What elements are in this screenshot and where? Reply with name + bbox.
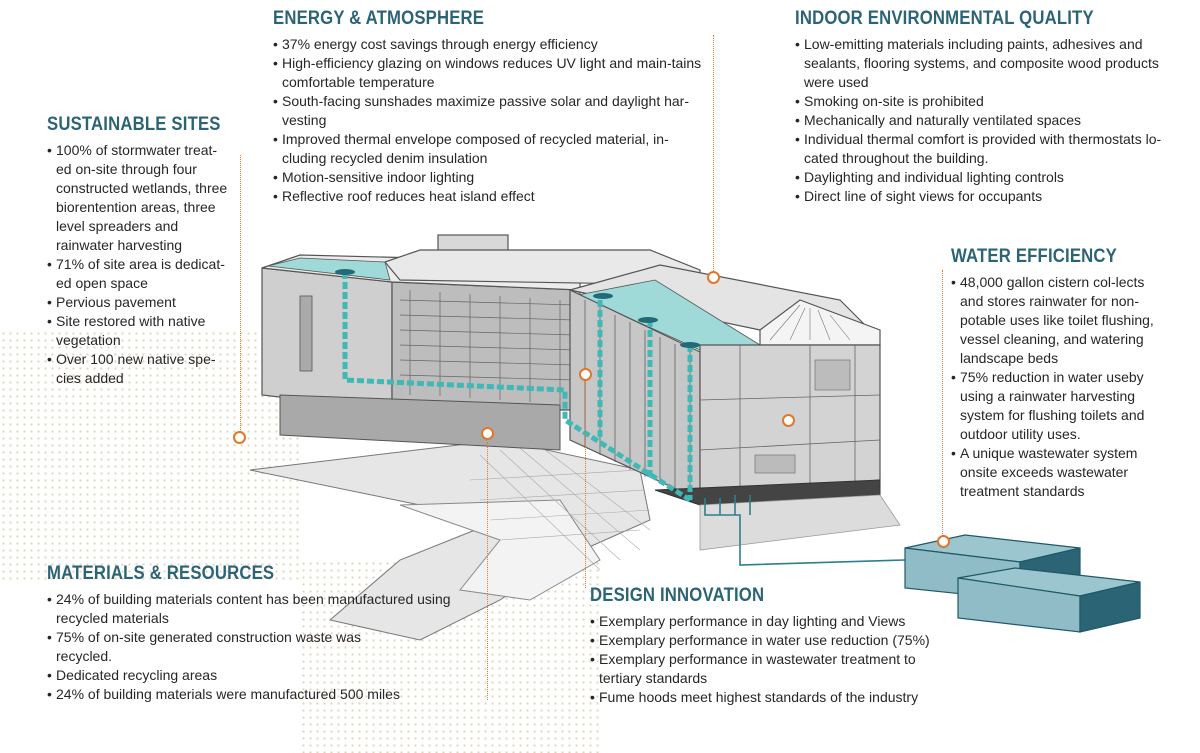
sites-item: Site restored with native vegetation <box>47 312 232 350</box>
left-wing-window <box>299 295 313 372</box>
energy-item: Improved thermal envelope composed of re… <box>273 130 703 168</box>
section-design-innovation: DESIGN INNOVATION Exemplary performance … <box>590 585 950 707</box>
materials-item: Dedicated recycling areas <box>47 666 482 685</box>
materials-list: 24% of building materials content has be… <box>47 590 482 704</box>
ieq-item: Direct line of sight views for occupants <box>795 187 1190 206</box>
sites-list: 100% of stormwater treat-ed on-site thro… <box>47 141 232 388</box>
sites-item: Pervious pavement <box>47 293 232 312</box>
innovation-item: Exemplary performance in water use reduc… <box>590 631 950 650</box>
energy-item: Motion-sensitive indoor lighting <box>273 168 703 187</box>
section-water-efficiency: WATER EFFICIENCY 48,000 gallon cistern c… <box>951 246 1156 501</box>
ieq-list: Low-emitting materials including paints,… <box>795 35 1190 206</box>
marker-water-efficiency <box>937 535 950 548</box>
interior-room <box>814 359 851 391</box>
cutaway-gable <box>759 299 881 346</box>
sites-item: 71% of site area is dedicat-ed open spac… <box>47 255 232 293</box>
innovation-title: DESIGN INNOVATION <box>590 585 765 606</box>
water-item: 48,000 gallon cistern col-lects and stor… <box>951 273 1156 368</box>
ieq-item: Daylighting and individual lighting cont… <box>795 168 1190 187</box>
energy-item: 37% energy cost savings through energy e… <box>273 35 703 54</box>
building-shadow <box>699 494 901 551</box>
left-wing-front <box>261 267 393 411</box>
leader-sustainable-sites <box>240 155 241 432</box>
marker-ieq <box>707 271 720 284</box>
section-sustainable-sites: SUSTAINABLE SITES 100% of stormwater tre… <box>47 114 232 388</box>
marker-materials <box>481 427 494 440</box>
lower-block <box>279 394 561 451</box>
ieq-item: Individual thermal comfort is provided w… <box>795 130 1190 168</box>
water-list: 48,000 gallon cistern col-lects and stor… <box>951 273 1156 501</box>
energy-title: ENERGY & ATMOSPHERE <box>273 8 485 29</box>
leader-ieq <box>713 35 714 273</box>
water-item: A unique wastewater system onsite exceed… <box>951 444 1156 501</box>
marker-sustainable-sites <box>233 431 246 444</box>
ieq-title: INDOOR ENVIRONMENTAL QUALITY <box>795 8 1094 29</box>
marker-interior <box>782 414 795 427</box>
marker-design-innovation <box>579 368 592 381</box>
energy-list: 37% energy cost savings through energy e… <box>273 35 703 206</box>
energy-item: High-efficiency glazing on windows reduc… <box>273 54 703 92</box>
innovation-item: Fume hoods meet highest standards of the… <box>590 688 950 707</box>
section-indoor-environmental-quality: INDOOR ENVIRONMENTAL QUALITY Low-emittin… <box>795 8 1190 206</box>
materials-item: 75% of on-site generated construction wa… <box>47 628 482 666</box>
energy-item: South-facing sunshades maximize passive … <box>273 92 703 130</box>
leader-materials-resources <box>487 442 488 700</box>
innovation-list: Exemplary performance in day lighting an… <box>590 612 950 707</box>
ieq-item: Smoking on-site is prohibited <box>795 92 1190 111</box>
sites-title: SUSTAINABLE SITES <box>47 114 221 135</box>
leader-water-efficiency <box>942 270 943 538</box>
cistern-2-side <box>1079 581 1141 633</box>
water-item: 75% reduction in water useby using a rai… <box>951 368 1156 444</box>
interior-desk <box>754 454 796 474</box>
leader-energy-atmosphere <box>486 440 487 441</box>
innovation-item: Exemplary performance in day lighting an… <box>590 612 950 631</box>
innovation-item: Exemplary performance in wastewater trea… <box>590 650 950 688</box>
sites-item: Over 100 new native spe-cies added <box>47 350 232 388</box>
ieq-item: Low-emitting materials including paints,… <box>795 35 1190 92</box>
leader-design-innovation <box>585 380 586 588</box>
materials-item: 24% of building materials content has be… <box>47 590 482 628</box>
materials-title: MATERIALS & RESOURCES <box>47 563 275 584</box>
water-title: WATER EFFICIENCY <box>951 246 1118 267</box>
materials-item: 24% of building materials were manufactu… <box>47 685 482 704</box>
section-energy-atmosphere: ENERGY & ATMOSPHERE 37% energy cost savi… <box>273 8 703 206</box>
section-materials-resources: MATERIALS & RESOURCES 24% of building ma… <box>47 563 482 704</box>
energy-item: Reflective roof reduces heat island effe… <box>273 187 703 206</box>
ieq-item: Mechanically and naturally ventilated sp… <box>795 111 1190 130</box>
sites-item: 100% of stormwater treat-ed on-site thro… <box>47 141 232 255</box>
